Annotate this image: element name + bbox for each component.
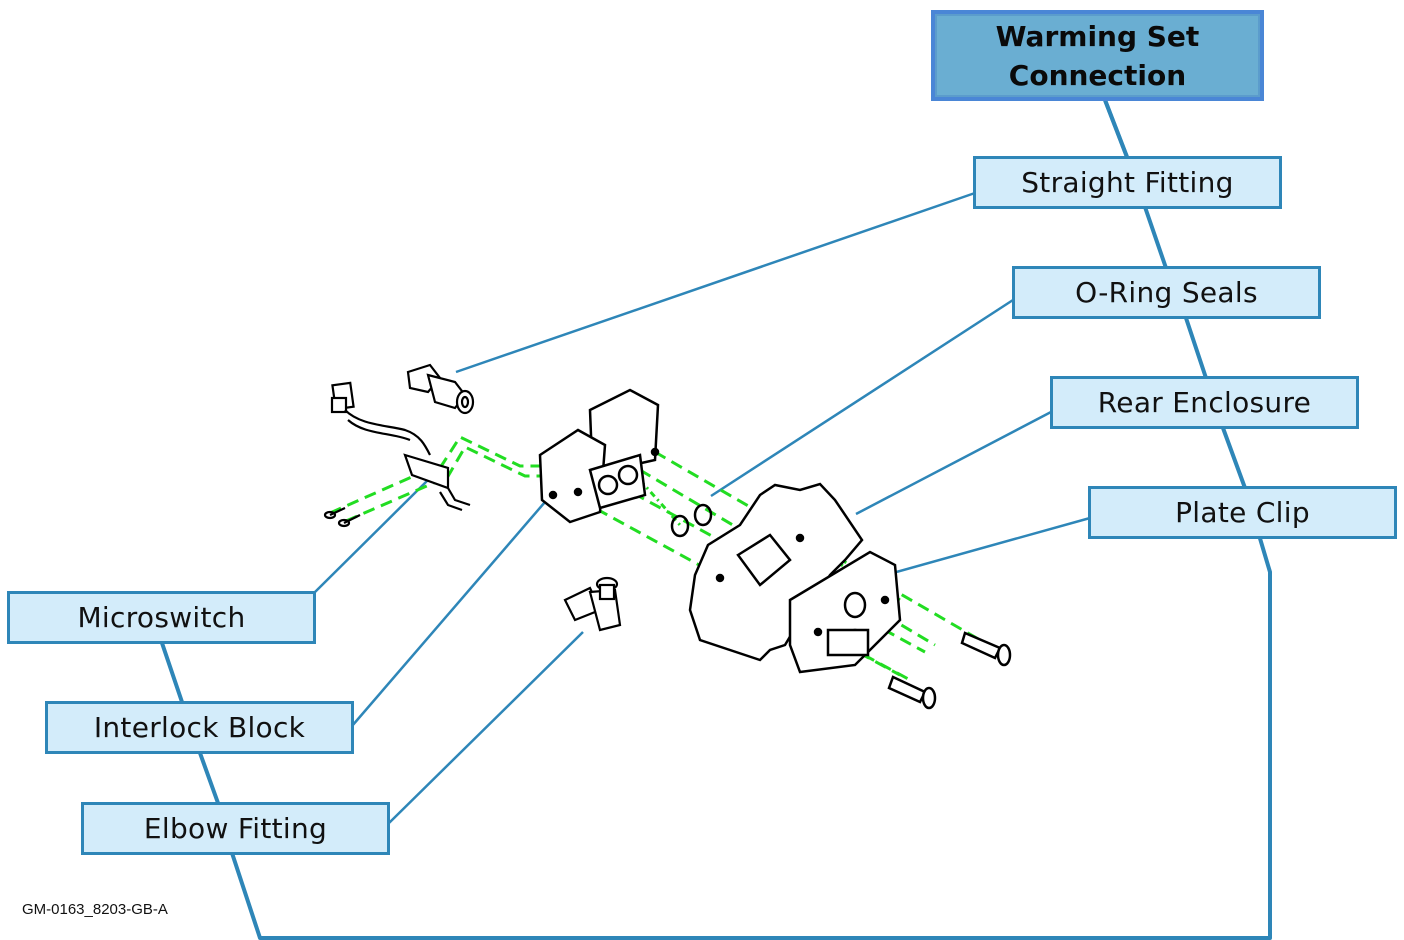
callout-plate-clip: Plate Clip: [1088, 486, 1397, 539]
callout-rear-enclosure: Rear Enclosure: [1050, 376, 1359, 429]
o-ring-seals-part: [670, 503, 713, 538]
screws-part: [887, 631, 1012, 710]
callout-label: Elbow Fitting: [143, 812, 328, 845]
interlock-block-part: [538, 388, 660, 524]
callout-label: Interlock Block: [93, 711, 306, 744]
callout-elbow-fitting: Elbow Fitting: [81, 802, 390, 855]
callout-straight-fitting: Straight Fitting: [973, 156, 1282, 209]
callout-microswitch: Microswitch: [7, 591, 316, 644]
rear-enclosure-part: [688, 482, 864, 662]
microswitch-part: [323, 381, 471, 528]
callout-label: Straight Fitting: [1021, 166, 1234, 199]
callout-o-ring-seals: O-Ring Seals: [1012, 266, 1321, 319]
figure-code: GM-0163_8203-GB-A: [22, 901, 168, 918]
leader-o-ring-seals: [710, 298, 1014, 498]
callout-label: O-Ring Seals: [1075, 276, 1258, 309]
leader-plate-clip: [881, 516, 1091, 578]
leader-microswitch: [312, 476, 432, 595]
callout-label: Plate Clip: [1175, 496, 1310, 529]
callout-label: Rear Enclosure: [1097, 386, 1312, 419]
straight-fitting-part: [406, 363, 475, 415]
leader-lines: [312, 191, 1091, 824]
elbow-fitting-part: [563, 576, 622, 632]
leader-straight-fitting: [455, 191, 976, 374]
callout-label: Microswitch: [77, 601, 246, 634]
leader-interlock-block: [351, 501, 546, 727]
callout-interlock-block: Interlock Block: [45, 701, 354, 754]
leader-rear-enclosure: [855, 410, 1052, 516]
leader-elbow-fitting: [388, 631, 584, 824]
plate-clip-part: [788, 550, 902, 674]
